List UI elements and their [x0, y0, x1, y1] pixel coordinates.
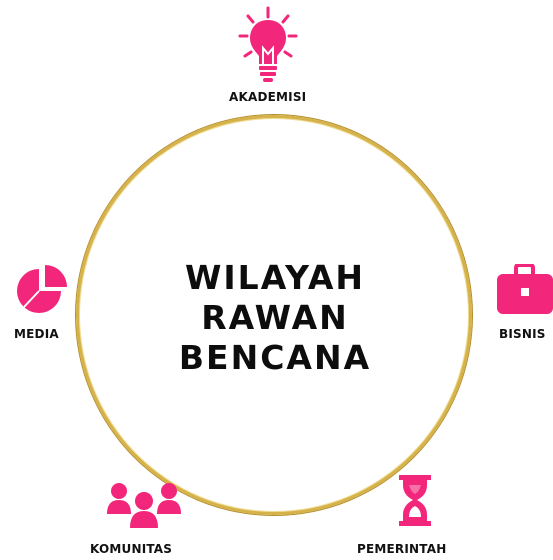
label-komunitas: KOMUNITAS [90, 542, 173, 556]
center-title-line-2: RAWAN [201, 298, 349, 337]
lightbulb-icon [238, 6, 298, 82]
label-media: MEDIA [14, 327, 59, 341]
center-title-line-1: WILAYAH [185, 258, 365, 297]
pie-chart-icon [17, 265, 67, 313]
label-bisnis: BISNIS [499, 327, 546, 341]
center-title: WILAYAH RAWAN BENCANA [140, 258, 410, 378]
label-pemerintah: PEMERINTAH [357, 542, 447, 556]
label-akademisi: AKADEMISI [229, 90, 307, 104]
circle-ring [76, 115, 472, 515]
center-title-line-3: BENCANA [178, 338, 372, 377]
people-icon [107, 483, 181, 528]
briefcase-icon [497, 264, 553, 314]
hourglass-icon [399, 475, 431, 526]
